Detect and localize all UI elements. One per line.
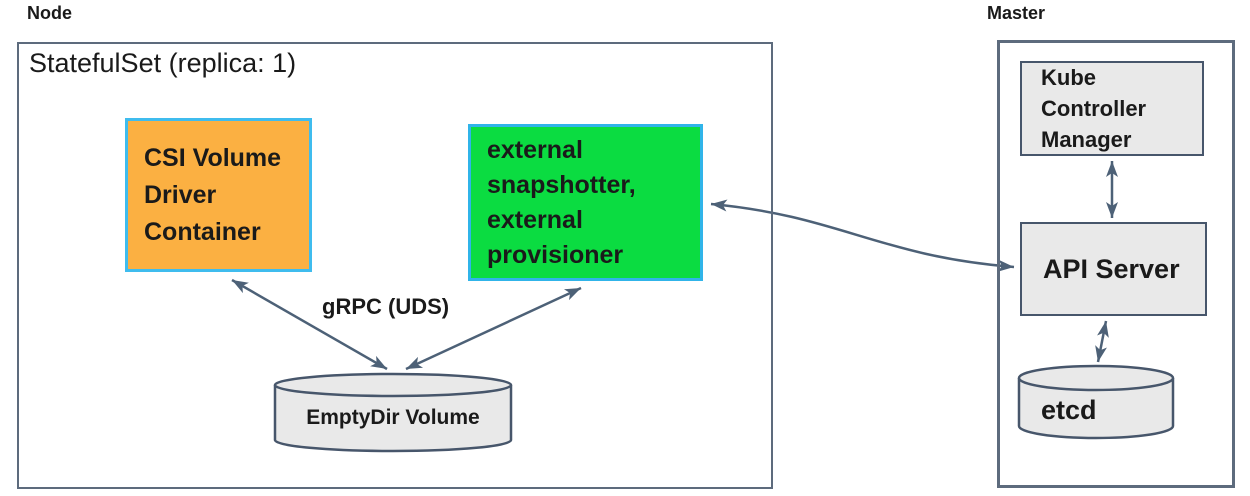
- statefulset-title: StatefulSet (replica: 1): [29, 48, 297, 78]
- master-boundary-box: [997, 40, 1235, 488]
- csi-volume-driver-box: CSI Volume Driver Container: [125, 118, 312, 272]
- csi-driver-label-line: Driver: [144, 180, 217, 209]
- api-server-box: API Server: [1020, 222, 1207, 316]
- sidecar-label-line: provisioner: [487, 240, 624, 269]
- api-server-label: API Server: [1043, 253, 1180, 284]
- kcm-label-line: Kube: [1041, 65, 1096, 90]
- sidecar-label-line: snapshotter,: [487, 170, 636, 199]
- etcd-label: etcd: [1041, 395, 1097, 425]
- node-boundary-box: [17, 42, 773, 489]
- kcm-label-line: Controller: [1041, 96, 1147, 121]
- csi-driver-label-line: CSI Volume: [144, 143, 282, 172]
- sidecar-label-line: external: [487, 205, 583, 234]
- kube-controller-manager-box: Kube Controller Manager: [1020, 61, 1204, 156]
- master-group-label: Master: [987, 3, 1046, 23]
- node-group-label: Node: [27, 3, 72, 23]
- external-sidecars-box: external snapshotter, external provision…: [468, 124, 703, 281]
- sidecar-label-line: external: [487, 135, 583, 164]
- csi-driver-label-line: Container: [144, 217, 261, 246]
- emptydir-volume-label: EmptyDir Volume: [306, 406, 480, 429]
- grpc-uds-label: gRPC (UDS): [322, 294, 450, 319]
- kcm-label-line: Manager: [1041, 127, 1132, 152]
